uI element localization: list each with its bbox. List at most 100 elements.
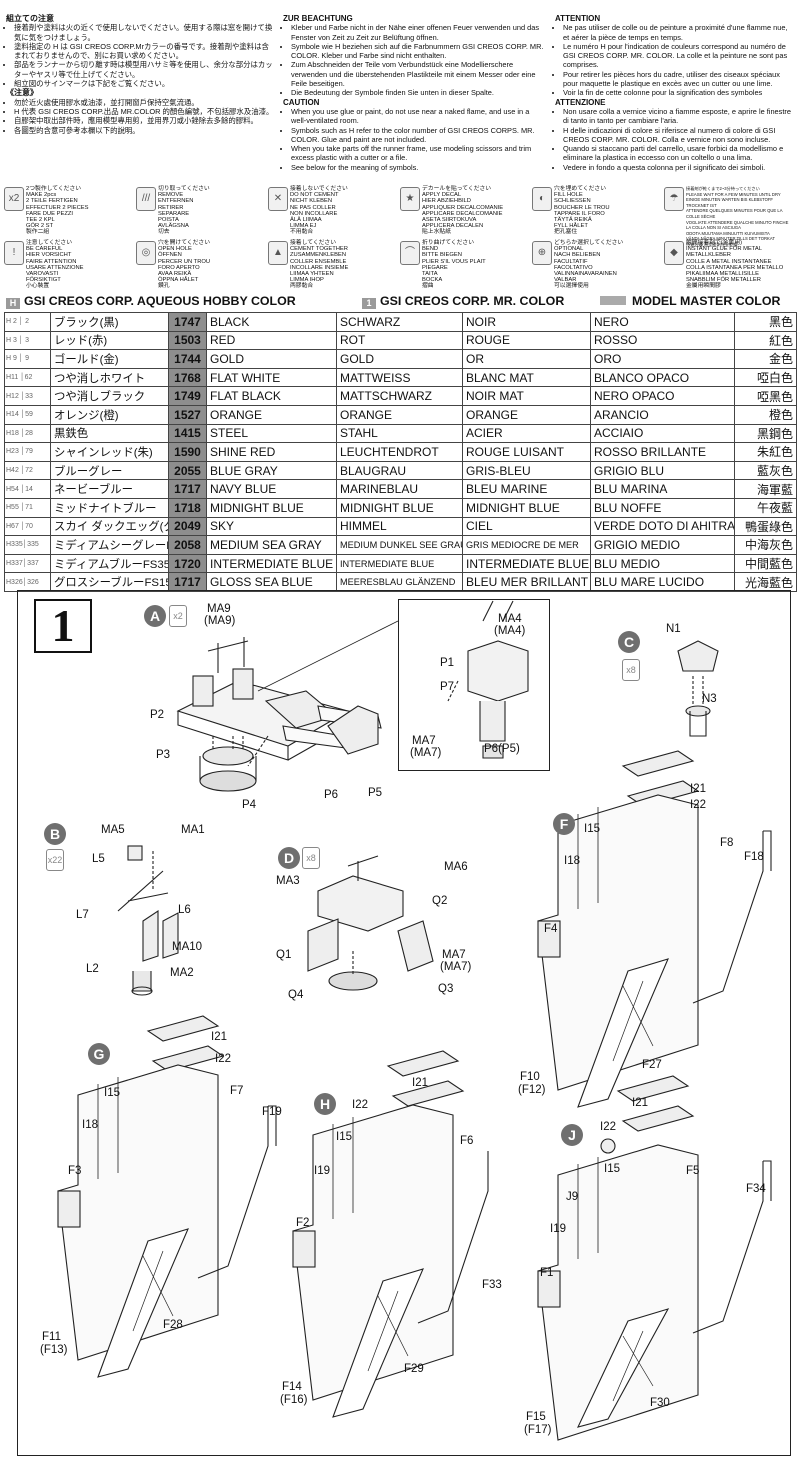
- symbol-remove: /// 切り取ってください REMOVE ENTFERNEN RETIRER S…: [136, 185, 258, 237]
- sub-assembly-f: F: [553, 813, 575, 835]
- caution-it-item: Vedere in fondo a questa colonna per il …: [563, 163, 795, 172]
- symbol-text: どちらか選択してください OPTIONAL NACH BELIEBEN FACU…: [554, 240, 624, 290]
- part-group-a: [176, 620, 399, 792]
- symbol-text: 穴を開けてください OPEN HOLE ÖFFNEN PERCER UN TRO…: [158, 240, 211, 290]
- color-name-french: BLEU MARINE: [462, 479, 591, 499]
- make-2-icon: x2: [4, 187, 24, 211]
- symbol-cement-together: ▲ 接着してください CEMENT TOGETHER ZUSAMMENKLEBE…: [268, 239, 390, 291]
- color-name-japanese: オレンジ(橙): [50, 404, 169, 425]
- color-name-italian: ORO: [590, 349, 735, 369]
- part-label: I21: [690, 783, 706, 795]
- sub-assembly-c: C: [618, 631, 640, 653]
- caution-fr-item: Ne pas utiliser de colle ou de peinture …: [563, 23, 795, 42]
- color-code-cell: H 3 │ 3: [4, 330, 51, 351]
- model-master-number: 1749: [168, 386, 207, 406]
- color-code-cell: H54 │14: [4, 479, 51, 499]
- caution-ja-item: 組立図のサインマークは下記をご覧ください。: [14, 79, 276, 88]
- part-group-g: [57, 1015, 277, 1378]
- caution-zh-item: H 代表 GSI CREOS CORP.出品 MR.COLOR 的顏色編號，不包…: [14, 107, 276, 116]
- caution-fr-title: ATTENTION: [555, 14, 601, 23]
- caution-zh-list: 勿於近火處使用膠水或油漆，並打開窗戶保持空氣流通。 H 代表 GSI CREOS…: [6, 98, 276, 135]
- color-name-italian: BLANCO OPACO: [590, 367, 735, 388]
- color-name-japanese: ネービーブルー: [50, 479, 169, 499]
- part-label: I19: [550, 1223, 566, 1235]
- part-label: F6: [460, 1135, 474, 1147]
- inset-detail-a: [398, 599, 550, 771]
- color-name-chinese: 啞黑色: [734, 386, 797, 406]
- symbol-text: 瞬間接着剤で(金属用) INSTANT GLUE FOR METAL METAL…: [686, 240, 784, 290]
- part-label: P7: [440, 681, 455, 693]
- part-label: Q4: [288, 989, 304, 1001]
- symbol-no-cement: ✕ 接着しないでください DO NOT CEMENT NICHT KLEBEN …: [268, 185, 390, 237]
- color-name-italian: NERO: [590, 312, 735, 332]
- part-label: MA10: [172, 941, 203, 953]
- sub-assembly-h: H: [314, 1093, 336, 1115]
- color-name-english: STEEL: [206, 423, 337, 444]
- part-label: P1: [440, 657, 455, 669]
- symbol-open-hole: ◎ 穴を開けてください OPEN HOLE ÖFFNEN PERCER UN T…: [136, 239, 258, 291]
- color-name-english: BLUE GRAY: [206, 460, 337, 481]
- part-label: N1: [666, 623, 681, 635]
- be-careful-icon: !: [4, 241, 24, 265]
- color-name-italian: VERDE DOTO DI AHITRA: [590, 516, 735, 537]
- bend-icon: ⌒: [400, 241, 420, 265]
- sub-assembly-g: G: [88, 1043, 110, 1065]
- part-label: I22: [215, 1053, 231, 1065]
- color-code-cell: H335│335: [4, 535, 51, 555]
- color-name-chinese: 黑鋼色: [734, 423, 797, 444]
- color-name-french: ROUGE LUISANT: [462, 442, 591, 462]
- caution-de-title: ZUR BEACHTUNG: [283, 14, 353, 23]
- part-group-c: [677, 640, 719, 737]
- sub-assembly-d: D: [278, 847, 300, 869]
- caution-de-item: Symbole wie H beziehen sich auf die Farb…: [291, 42, 545, 61]
- color-name-english: SHINE RED: [206, 442, 337, 462]
- color-name-english: MIDNIGHT BLUE: [206, 497, 337, 518]
- part-label: L6: [178, 904, 191, 916]
- color-name-german: MATTSCHWARZ: [336, 386, 463, 406]
- caution-it-list: Non usare colla a vernice vicino a fiamm…: [555, 107, 795, 172]
- symbol-make-2: x2 2つ製作してください MAKE 2pcs 2 TEILE FERTIGEN…: [4, 185, 126, 237]
- part-label: MA6: [444, 861, 468, 873]
- color-name-japanese: スカイ ダックエッグ(グリーン): [50, 516, 169, 537]
- caution-en-item: When you take parts off the runner frame…: [291, 144, 545, 163]
- part-label: (MA7): [410, 747, 442, 759]
- part-label: L5: [92, 853, 105, 865]
- multiplier-b: x22: [46, 849, 64, 871]
- part-label: (MA9): [204, 615, 236, 627]
- part-label: F11: [42, 1331, 61, 1343]
- symbol-instant-glue: ◆ 瞬間接着剤で(金属用) INSTANT GLUE FOR METAL MET…: [664, 239, 796, 291]
- part-label: I18: [564, 855, 580, 867]
- part-label: (F17): [524, 1424, 552, 1436]
- model-master-swatch: [600, 296, 626, 305]
- part-label: L7: [76, 909, 89, 921]
- part-label: F27: [642, 1059, 662, 1071]
- symbol-text: 2つ製作してください MAKE 2pcs 2 TEILE FERTIGEN EF…: [26, 186, 89, 236]
- color-name-french: INTERMEDIATE BLUE: [462, 553, 591, 574]
- caution-zh-item: 各圖型的含意可參考本欄以下的說明。: [14, 126, 276, 135]
- color-name-japanese: グロスシーブルーFS15042: [50, 572, 169, 592]
- color-code-cell: H55 │71: [4, 497, 51, 518]
- color-name-french: OR: [462, 349, 591, 369]
- color-name-japanese: レッド(赤): [50, 330, 169, 351]
- caution-ja-title: 組立ての注意: [6, 14, 54, 23]
- caution-en-list: When you use glue or paint, do not use n…: [283, 107, 545, 172]
- symbol-text: 注意してください BE CAREFUL HIER VORSICHT FAIRE …: [26, 240, 84, 290]
- color-name-chinese: 黑色: [734, 312, 797, 332]
- color-name-chinese: 金色: [734, 349, 797, 369]
- caution-fr-item: Le numéro H pour l'indication de couleur…: [563, 42, 795, 70]
- part-group-b: [117, 845, 179, 996]
- color-name-english: FLAT BLACK: [206, 386, 337, 406]
- part-label: F10: [520, 1071, 540, 1083]
- symbol-text: 折り曲げてください BEND BITTE BIEGEN PLIER S'IL V…: [422, 240, 486, 290]
- color-name-german: MATTWEISS: [336, 367, 463, 388]
- color-name-french: ROUGE: [462, 330, 591, 351]
- color-name-japanese: つや消しホワイト: [50, 367, 169, 388]
- caution-de-list: Kleber und Farbe nicht in der Nähe einer…: [283, 23, 545, 97]
- color-name-french: BLEU MER BRILLANT: [462, 572, 591, 592]
- caution-it-item: Quando si staccano parti del carrello, u…: [563, 144, 795, 163]
- fill-hole-icon: ◐: [532, 187, 552, 211]
